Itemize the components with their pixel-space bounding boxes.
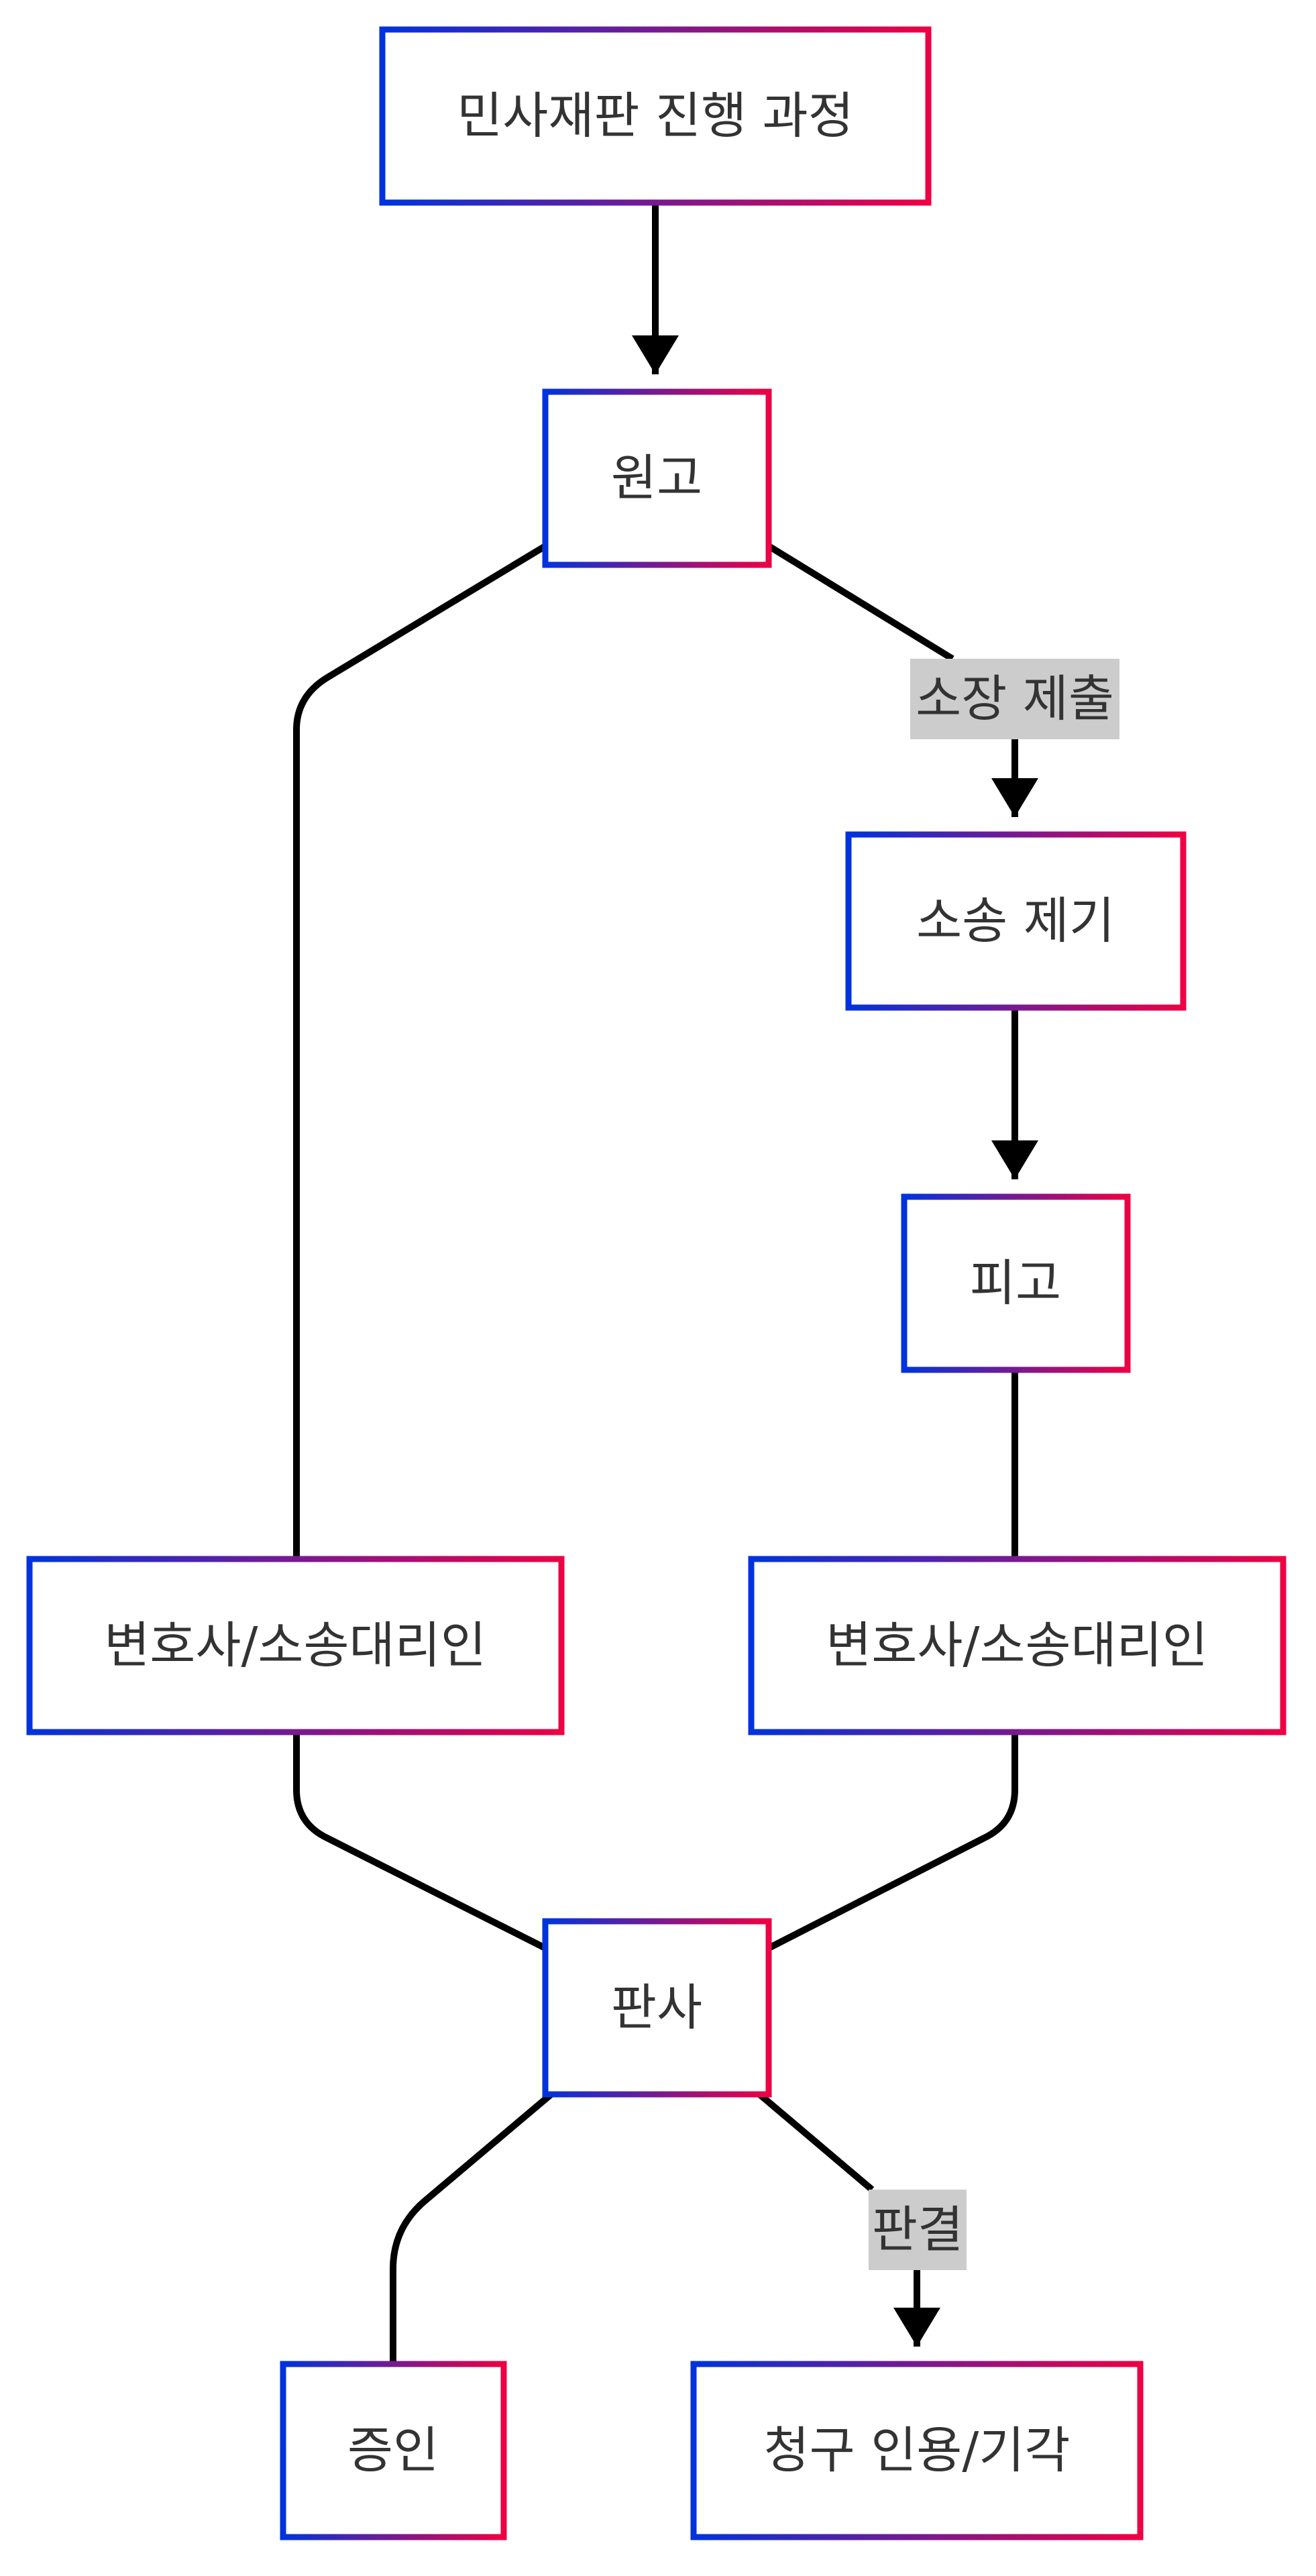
node-judge: 판사	[542, 1918, 772, 2098]
node-lawsuit: 소송 제기	[845, 831, 1187, 1011]
node-title-label: 민사재판 진행 과정	[457, 87, 854, 145]
node-plaintiff-lawyer-label: 변호사/소송대리인	[104, 1617, 486, 1674]
node-defendant-lawyer: 변호사/소송대리인	[748, 1556, 1286, 1735]
node-ruling-label: 청구 인용/기각	[764, 2422, 1071, 2479]
edge-plaintiff-lawyer-to-judge	[293, 1731, 547, 1951]
node-title: 민사재판 진행 과정	[379, 26, 932, 206]
node-title-box	[379, 26, 932, 206]
node-judge-box	[542, 1918, 772, 2098]
node-lawsuit-box	[845, 831, 1187, 1011]
node-defendant: 피고	[901, 1193, 1131, 1373]
node-plaintiff-box	[542, 388, 772, 568]
node-plaintiff-lawyer: 변호사/소송대리인	[26, 1556, 565, 1735]
edge-label-filing: 소장 제출	[910, 659, 1119, 739]
node-defendant-lawyer-label: 변호사/소송대리인	[826, 1617, 1208, 1674]
node-judge-label: 판사	[611, 1979, 702, 2037]
node-witness: 증인	[280, 2361, 507, 2540]
edge-label-judgment-text: 판결	[872, 2201, 963, 2259]
node-defendant-box	[901, 1193, 1131, 1373]
node-defendant-lawyer-box	[748, 1556, 1286, 1735]
node-lawsuit-label: 소송 제기	[916, 892, 1115, 950]
edge-label-judgment: 판결	[869, 2190, 967, 2270]
node-plaintiff-lawyer-box	[26, 1556, 565, 1735]
edge-plaintiff-to-plaintiff-lawyer	[293, 543, 547, 1558]
node-witness-box	[280, 2361, 507, 2540]
node-witness-label: 증인	[347, 2422, 439, 2479]
edges	[293, 205, 1038, 2363]
edge-judge-to-witness	[390, 2090, 555, 2363]
node-defendant-label: 피고	[970, 1254, 1061, 1312]
node-ruling-box	[690, 2361, 1144, 2540]
edge-judge-to-judgment-label	[755, 2090, 875, 2192]
edge-plaintiff-to-filing-label	[767, 543, 954, 662]
edge-defendant-lawyer-to-judge	[767, 1731, 1018, 1951]
edge-label-filing-text: 소장 제출	[916, 670, 1114, 728]
node-plaintiff: 원고	[542, 388, 772, 568]
edge-label-filing-background	[910, 659, 1119, 739]
node-plaintiff-label: 원고	[611, 449, 702, 507]
edge-label-judgment-background	[869, 2190, 967, 2270]
node-ruling: 청구 인용/기각	[690, 2361, 1144, 2540]
